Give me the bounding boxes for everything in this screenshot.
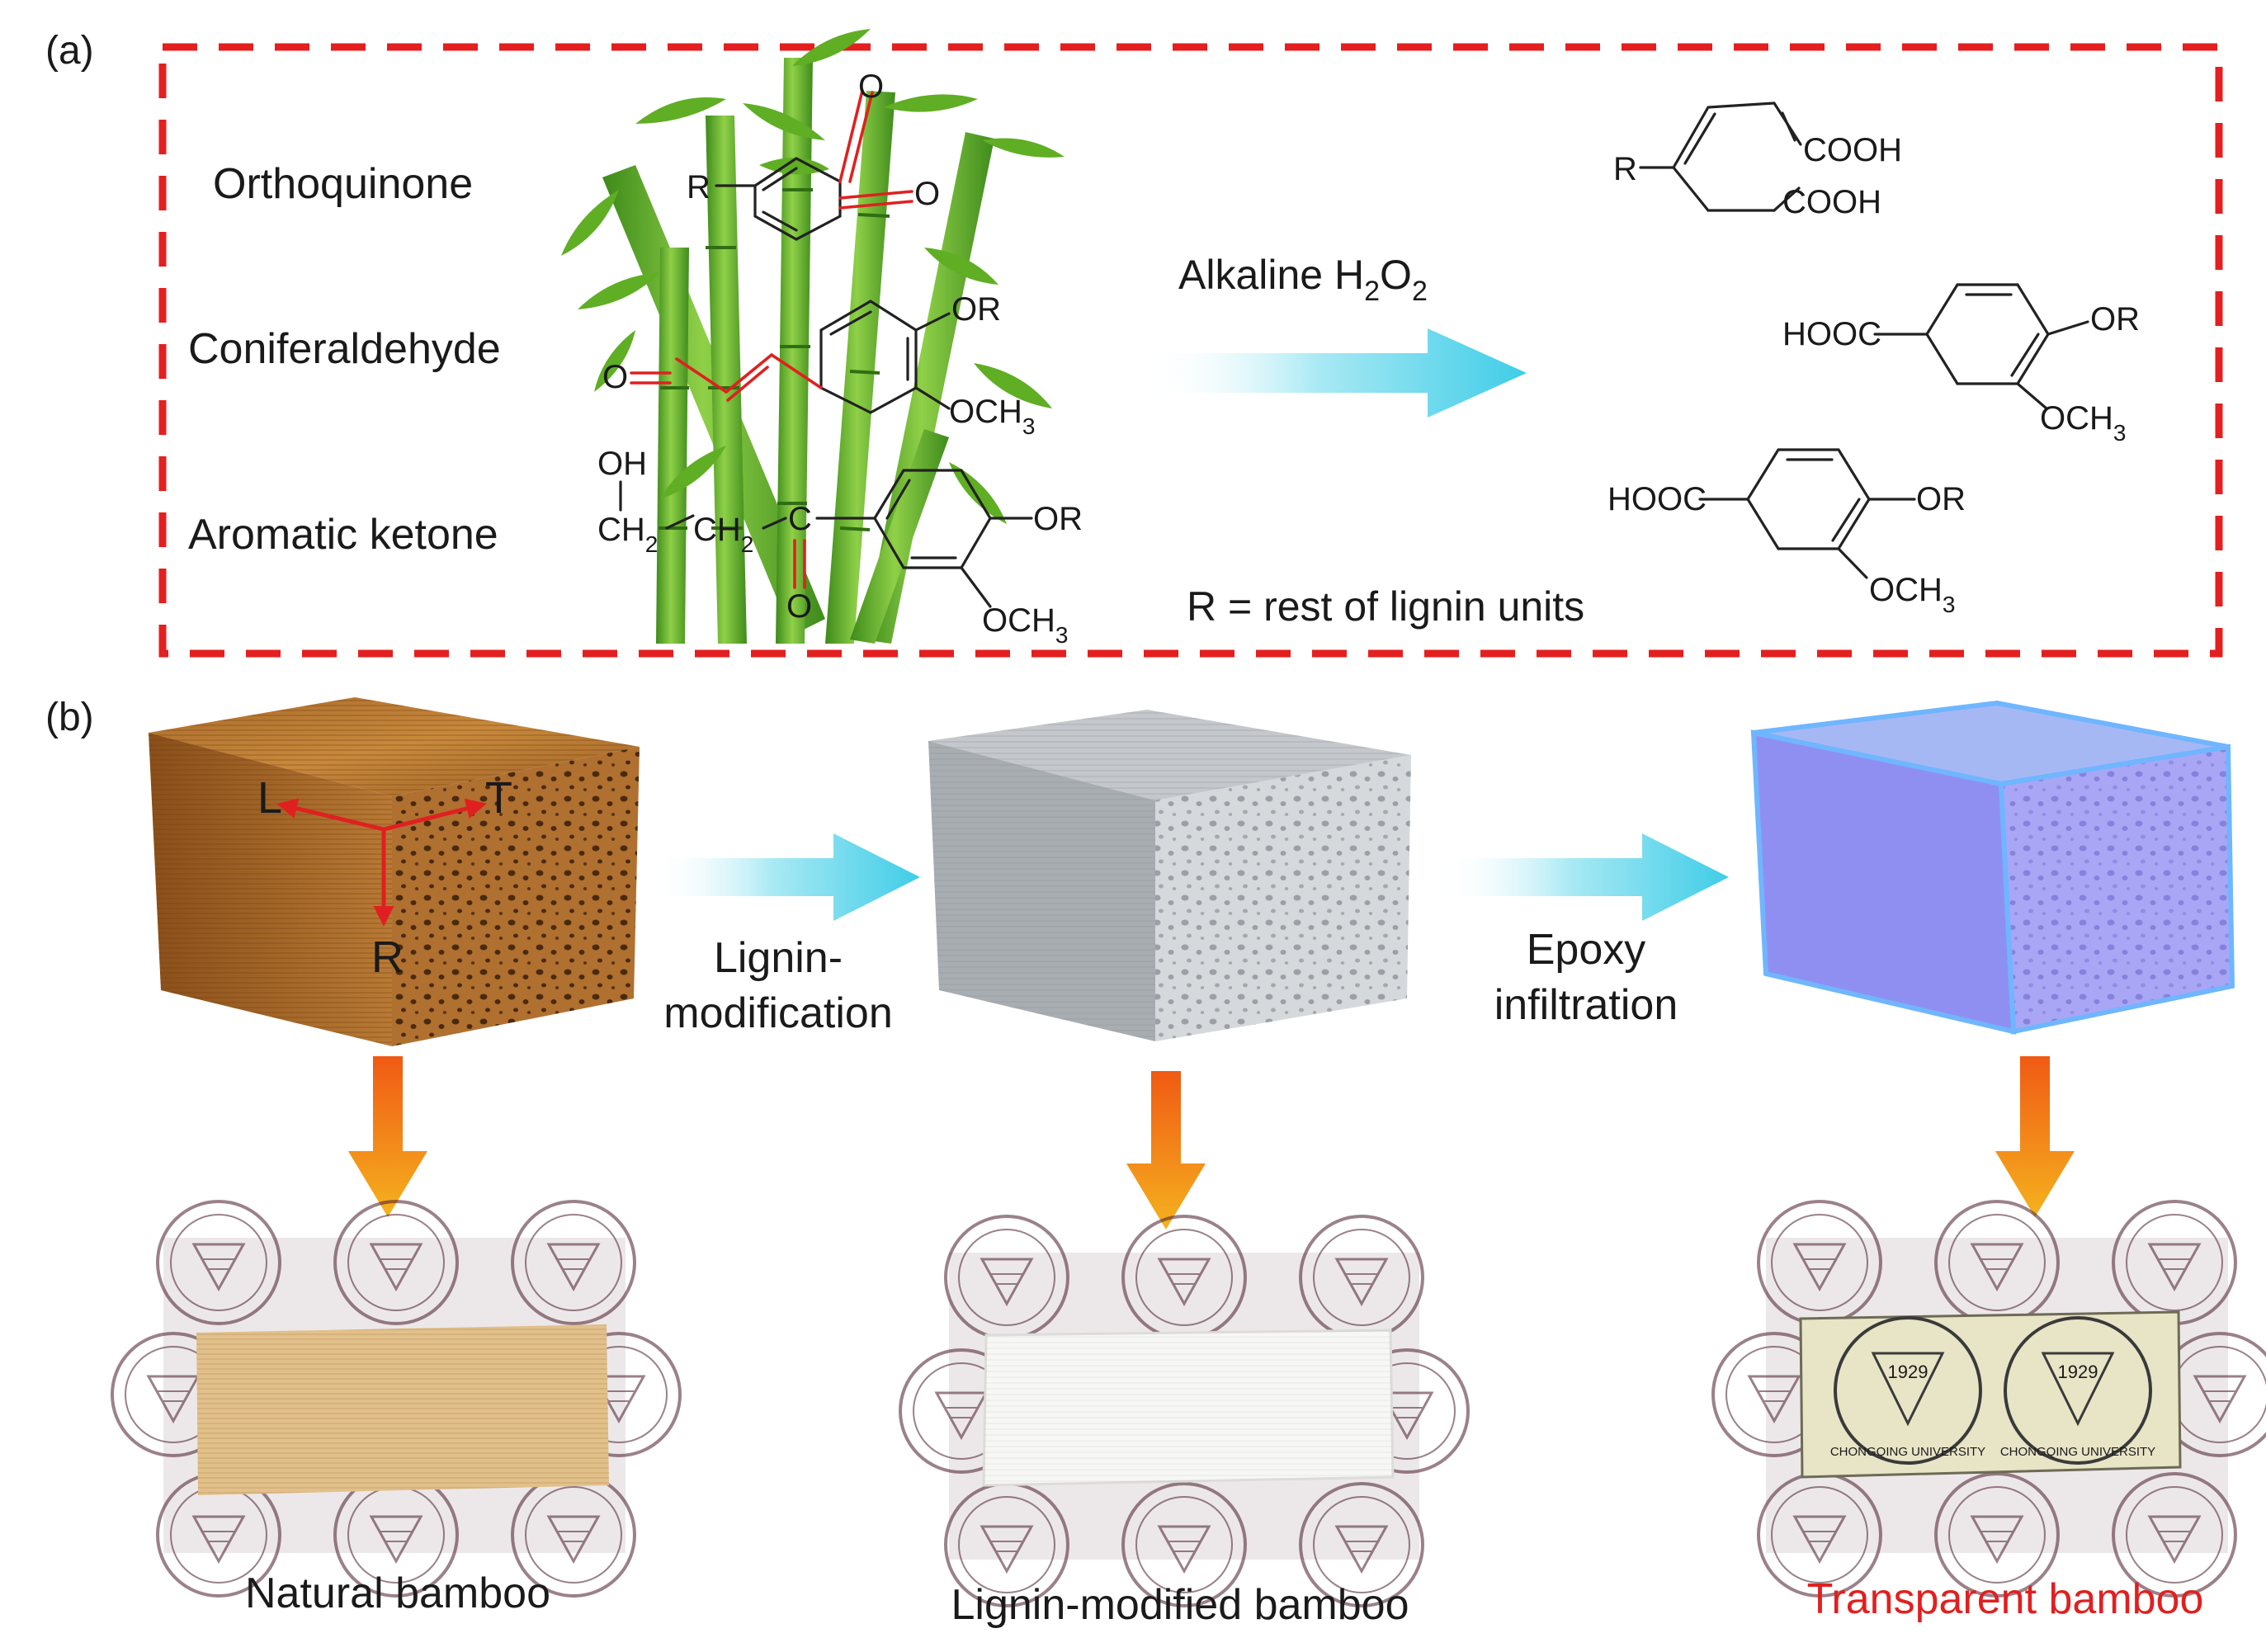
seal-right-text: CHONGQING UNIVERSITY <box>2000 1445 2155 1459</box>
axis-l-label: L <box>257 773 282 823</box>
bamboo-leaves <box>561 29 1065 524</box>
step-1-line2: modification <box>663 989 892 1037</box>
panel-a-dashed-border <box>158 43 2223 658</box>
photo-lignin-modified-bamboo <box>899 1215 1470 1607</box>
conifer-och3-label: OCH3 <box>949 394 1035 439</box>
group-coniferaldehyde: Coniferaldehyde <box>188 325 501 373</box>
photo-transparent-bamboo: 1929 CHONGQING UNIVERSITY 1929 CHONGQING… <box>1711 1200 2266 1598</box>
ortho-o1-label: O <box>858 68 884 105</box>
ketone-och3-label: OCH3 <box>982 602 1068 648</box>
seal-right: 1929 CHONGQING UNIVERSITY <box>2000 1316 2155 1465</box>
caption-transparent-bamboo: Transparent bamboo <box>1807 1575 2204 1623</box>
prod1-chain <box>1672 101 1776 212</box>
prod1-cooh1-label: COOH <box>1803 132 1902 168</box>
reactant-structures: R O O OR OCH3 O OH CH2 CH2 C <box>597 68 1083 648</box>
seal-left-text: CHONGQING UNIVERSITY <box>1830 1445 1985 1459</box>
bamboo-illustration <box>561 29 1065 644</box>
prod3-or-label: OR <box>1916 481 1966 517</box>
seal-left-year: 1929 <box>1888 1362 1928 1382</box>
ketone-or-label: OR <box>1033 501 1083 537</box>
ketone-ch2b-label: CH2 <box>693 512 753 557</box>
ortho-o2-label: O <box>914 176 940 212</box>
bamboo-stalks <box>602 58 994 644</box>
step-1-line1: Lignin- <box>714 934 843 982</box>
panel-b-tag: (b) <box>45 696 94 739</box>
step-2-line1: Epoxy <box>1527 926 1646 974</box>
prod2-och3-label: OCH3 <box>2040 400 2126 446</box>
panel-a-tag: (a) <box>45 29 94 73</box>
prod3-och3-label: OCH3 <box>1869 572 1955 617</box>
caption-natural-bamboo: Natural bamboo <box>245 1569 550 1617</box>
down-arrow-transparent <box>1995 1056 2075 1217</box>
panel-b: (b) L T R Lignin- modification <box>45 696 2266 1629</box>
axis-r-label: R <box>371 932 404 982</box>
ortho-r-label: R <box>687 169 710 205</box>
ketone-c-label: C <box>788 501 812 537</box>
caption-lignin-modified-bamboo: Lignin-modified bamboo <box>951 1581 1409 1629</box>
prod2-hooc-label: HOOC <box>1782 316 1881 352</box>
transparent-block <box>1750 700 2235 1035</box>
orthoquinone-ring <box>753 157 842 241</box>
prod1-cooh2-label: COOH <box>1782 184 1881 220</box>
reaction-reagent: Alkaline H2O2 <box>1178 252 1428 307</box>
prod1-r-label: R <box>1613 151 1637 187</box>
conifer-or-label: OR <box>951 291 1001 328</box>
prod2-ring <box>1925 283 2050 385</box>
step-2-line2: infiltration <box>1494 981 1678 1029</box>
photo-natural-bamboo <box>111 1200 682 1598</box>
ketone-o-label: O <box>786 588 812 625</box>
step-arrow-epoxy-infiltration <box>1440 833 1729 921</box>
ketone-oh-label: OH <box>597 446 647 482</box>
natural-bamboo-block: L T R <box>149 697 640 1046</box>
bamboo-nodes <box>659 188 890 531</box>
conifer-o-label: O <box>602 359 628 395</box>
seal-left: 1929 CHONGQING UNIVERSITY <box>1830 1316 1985 1465</box>
ketone-ch2a-label: CH2 <box>597 512 658 557</box>
product-structures: R COOH COOH HOOC OR OCH3 HOOC <box>1607 101 2140 617</box>
prod3-hooc-label: HOOC <box>1607 481 1707 517</box>
lignin-modified-block <box>928 710 1411 1041</box>
prod3-ring <box>1746 448 1871 550</box>
group-aromatic-ketone: Aromatic ketone <box>188 511 498 559</box>
reaction-arrow <box>1147 328 1527 418</box>
axis-t-label: T <box>485 773 512 823</box>
step-arrow-lignin-modification <box>652 833 920 921</box>
seal-right-year: 1929 <box>2058 1362 2098 1382</box>
down-arrow-natural <box>348 1056 427 1217</box>
r-definition-note: R = rest of lignin units <box>1187 583 1584 630</box>
down-arrow-modified <box>1126 1071 1206 1230</box>
panel-a: (a) Orthoquinone Coniferaldehyde Aromati… <box>45 29 2223 658</box>
prod2-or-label: OR <box>2090 301 2140 337</box>
group-orthoquinone: Orthoquinone <box>213 160 473 208</box>
